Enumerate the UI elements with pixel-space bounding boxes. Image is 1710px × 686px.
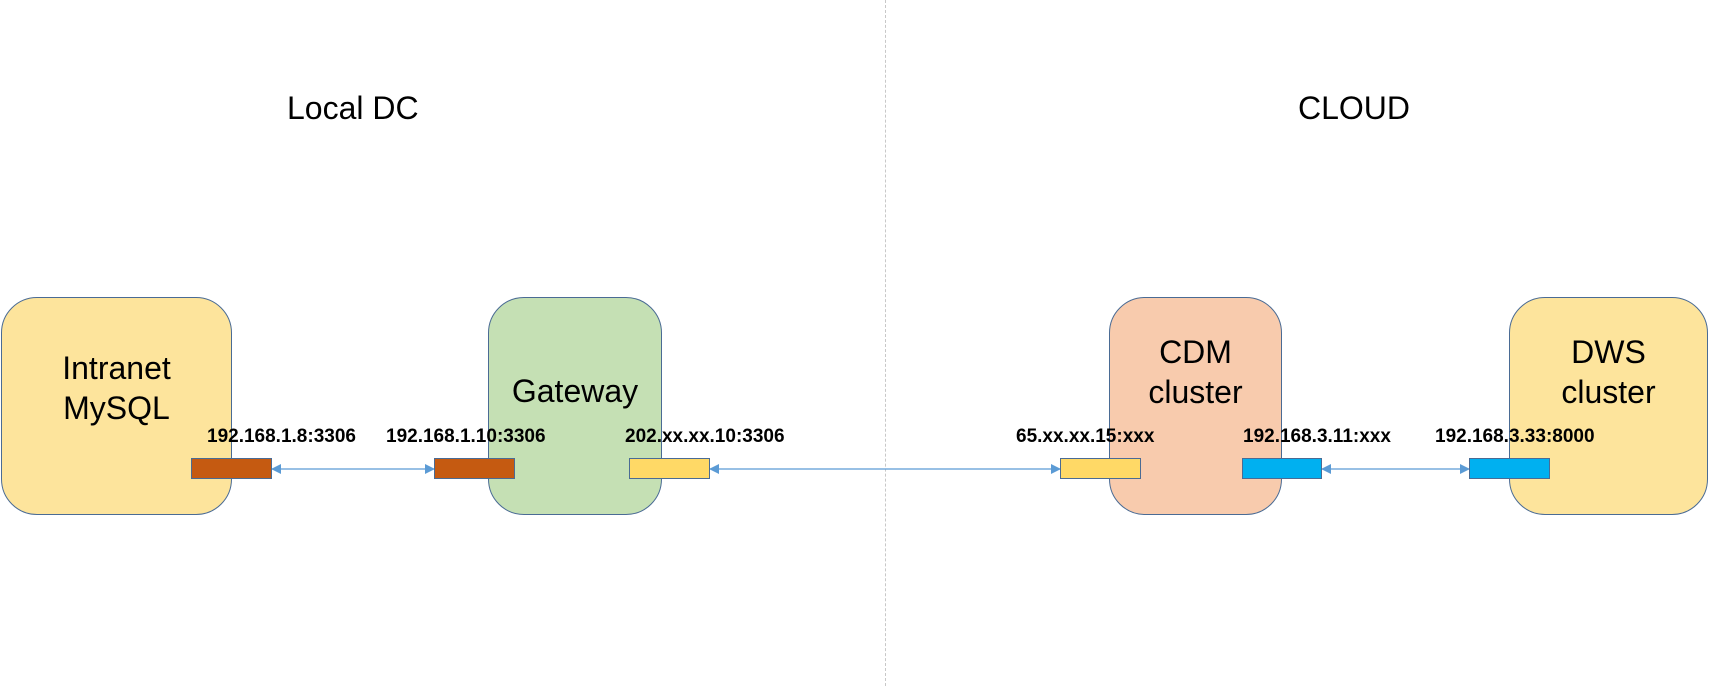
gateway-outer-port-label: 202.xx.xx.10:3306 <box>625 426 785 447</box>
cdm-inner-port <box>1242 458 1322 479</box>
mysql-port-label: 192.168.1.8:3306 <box>207 426 356 447</box>
dws-cluster-label: DWS cluster <box>1561 334 1656 410</box>
cdm-cluster-label: CDM cluster <box>1148 334 1243 410</box>
dws-port <box>1469 458 1550 479</box>
mysql-port <box>191 458 272 479</box>
gateway-outer-port <box>629 458 710 479</box>
dws-cluster-node: DWS cluster <box>1509 297 1708 515</box>
gateway-inner-port <box>434 458 515 479</box>
zone-divider <box>885 0 886 686</box>
gateway-inner-port-label: 192.168.1.10:3306 <box>386 426 546 447</box>
cdm-inner-port-label: 192.168.3.11:xxx <box>1243 426 1391 447</box>
cdm-outer-port-label: 65.xx.xx.15:xxx <box>1016 426 1155 447</box>
cloud-title: CLOUD <box>1298 90 1411 126</box>
intranet-mysql-label: Intranet MySQL <box>62 350 171 426</box>
dws-port-label: 192.168.3.33:8000 <box>1435 426 1595 447</box>
local-dc-title: Local DC <box>287 90 419 126</box>
gateway-label: Gateway <box>511 373 639 409</box>
cdm-outer-port <box>1060 458 1141 479</box>
